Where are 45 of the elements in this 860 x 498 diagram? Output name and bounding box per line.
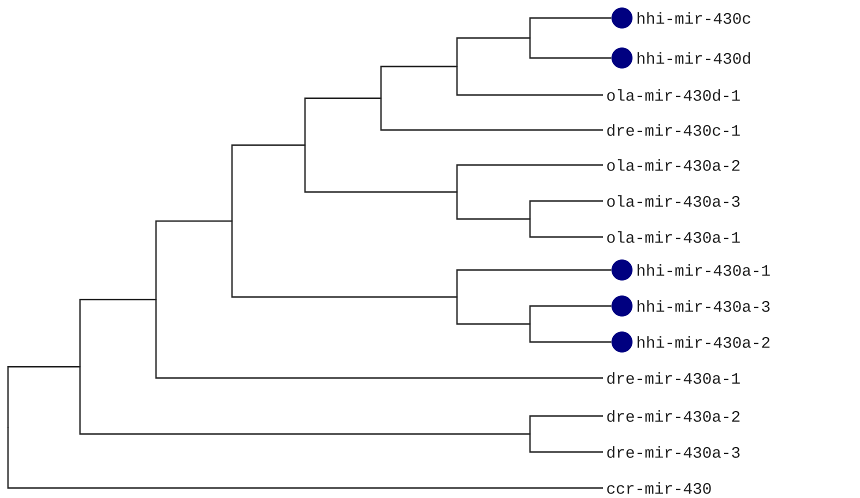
leaf-label: ola-mir-430a-1 bbox=[607, 231, 740, 243]
tree-branch bbox=[456, 164, 603, 192]
leaf-label: hhi-mir-430d bbox=[638, 52, 750, 64]
tree-branch bbox=[529, 200, 603, 219]
tree-branch bbox=[231, 221, 457, 298]
tree-branch bbox=[79, 298, 156, 367]
leaf-label: dre-mir-430a-2 bbox=[607, 410, 740, 422]
leaf-label: dre-mir-430c-1 bbox=[607, 124, 740, 136]
dot-marker bbox=[612, 332, 632, 352]
tree-branch bbox=[7, 427, 603, 489]
tree-branch bbox=[529, 17, 612, 38]
leaf-label: hhi-mir-430a-3 bbox=[638, 300, 770, 312]
leaf-label: dre-mir-430a-1 bbox=[607, 372, 740, 384]
tree-branch bbox=[456, 192, 530, 220]
tree-branch bbox=[529, 38, 612, 59]
dot-marker bbox=[612, 48, 632, 68]
tree-branch bbox=[155, 220, 232, 300]
leaf-label: ola-mir-430a-3 bbox=[607, 195, 740, 207]
tree-branch bbox=[304, 98, 381, 146]
tree-branch bbox=[529, 219, 603, 238]
tree-branch bbox=[529, 434, 603, 453]
tree-branch bbox=[456, 37, 530, 66]
leaf-label: ola-mir-430d-1 bbox=[607, 89, 740, 101]
tree-branch bbox=[529, 305, 612, 324]
tree-branch bbox=[456, 269, 612, 297]
tree-branch bbox=[380, 98, 603, 131]
tree-branch bbox=[79, 366, 530, 435]
leaf-label: ccr-mir-430 bbox=[607, 482, 711, 494]
tree-branch bbox=[529, 415, 603, 434]
dot-marker bbox=[612, 8, 632, 28]
tree-branch bbox=[380, 66, 457, 98]
tree-branch bbox=[155, 300, 603, 379]
leaf-label: hhi-mir-430a-2 bbox=[638, 336, 770, 348]
leaf-label: dre-mir-430a-3 bbox=[607, 446, 740, 458]
tree-branch bbox=[456, 297, 530, 325]
tree-branch bbox=[304, 145, 457, 193]
tree-branch bbox=[231, 144, 305, 222]
tree-branch bbox=[529, 324, 612, 343]
dot-marker bbox=[612, 260, 632, 280]
tree-branch bbox=[456, 66, 603, 96]
leaf-label: ola-mir-430a-2 bbox=[607, 159, 740, 171]
leaf-label: hhi-mir-430a-1 bbox=[638, 264, 770, 276]
tree-branch bbox=[7, 366, 80, 428]
leaf-label: hhi-mir-430c bbox=[638, 12, 750, 24]
dot-marker bbox=[612, 296, 632, 316]
